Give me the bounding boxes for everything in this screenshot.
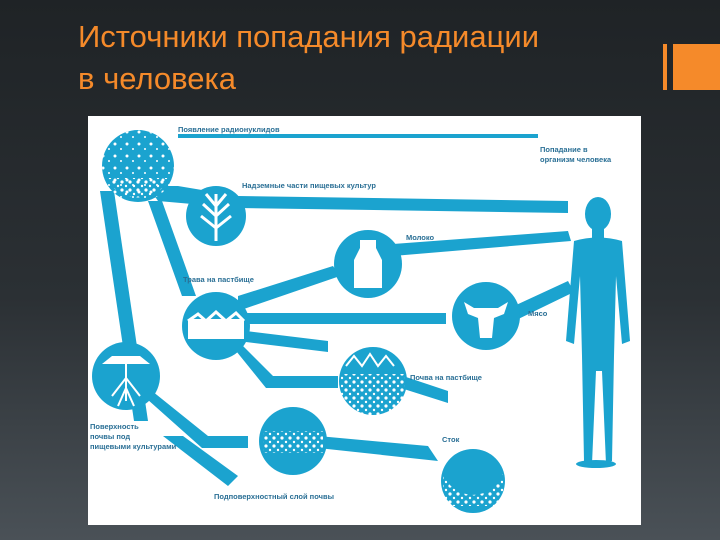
slide-title-line2: в человека bbox=[78, 61, 236, 96]
flow-band-surface-sub bbox=[138, 391, 248, 448]
node-subsurface bbox=[259, 407, 327, 475]
flow-band-grass-soil bbox=[228, 341, 338, 388]
slide-title-line1: Источники попадания радиации bbox=[78, 19, 540, 54]
node-soil-surface bbox=[92, 342, 160, 410]
slide-title: Источники попадания радиации в человека bbox=[78, 16, 648, 100]
node-milk bbox=[334, 230, 402, 298]
accent-bar-thick bbox=[673, 44, 720, 90]
human-silhouette bbox=[566, 197, 630, 468]
flow-band-sub-runoff bbox=[318, 436, 438, 461]
label-soil-surface-2: почвы под bbox=[90, 432, 130, 441]
flow-band-to-grass bbox=[148, 201, 196, 296]
flow-band-crops bbox=[148, 186, 568, 213]
node-grass bbox=[182, 292, 250, 360]
node-radionuclides bbox=[102, 130, 174, 202]
label-crops: Надземные части пищевых культур bbox=[242, 181, 376, 190]
flow-band-grass-soil2 bbox=[246, 331, 328, 352]
node-runoff bbox=[441, 449, 505, 513]
label-subsurface: Подповерхностный слой почвы bbox=[214, 492, 334, 501]
label-human-2: организм человека bbox=[540, 155, 612, 164]
node-meat bbox=[452, 282, 520, 350]
flow-band-grass-milk bbox=[238, 266, 340, 311]
flow-band-sub-bottom bbox=[163, 436, 238, 486]
node-crops bbox=[186, 186, 246, 246]
diagram-panel: Появление радионуклидов Надземные части … bbox=[88, 116, 641, 525]
flow-band-milk bbox=[393, 231, 571, 256]
flow-band-grass-meat bbox=[246, 313, 446, 324]
label-radionuclides: Появление радионуклидов bbox=[178, 125, 280, 134]
label-pasture-grass: Трава на пастбище bbox=[183, 275, 254, 284]
node-pasture-soil bbox=[339, 347, 407, 421]
label-pasture-soil: Почва на пастбище bbox=[410, 373, 482, 382]
label-soil-surface-1: Поверхность bbox=[90, 422, 139, 431]
label-soil-surface-3: пищевыми культурами bbox=[90, 442, 177, 451]
label-human-1: Попадание в bbox=[540, 145, 588, 154]
accent-bar-thin bbox=[663, 44, 667, 90]
label-runoff: Сток bbox=[442, 435, 460, 444]
label-meat: Мясо bbox=[528, 309, 548, 318]
label-milk: Молоко bbox=[406, 233, 435, 242]
flow-band-top bbox=[178, 134, 538, 138]
radiation-diagram: Появление радионуклидов Надземные части … bbox=[90, 125, 630, 513]
flow-band-meat bbox=[503, 281, 574, 324]
